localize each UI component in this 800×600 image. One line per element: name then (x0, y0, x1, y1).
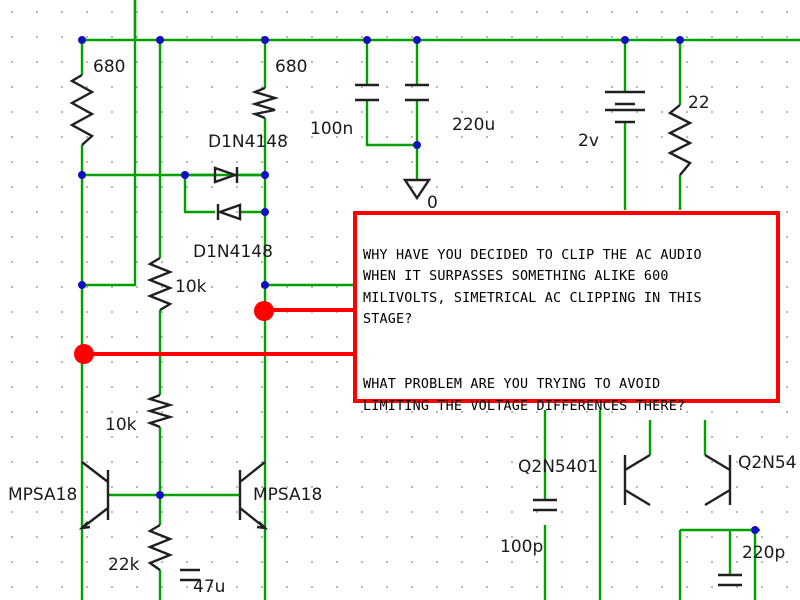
annotation-box: WHY HAVE YOU DECIDED TO CLIP THE AC AUDI… (353, 211, 780, 414)
capacitor-100p (533, 498, 557, 512)
annotation-question-1: WHY HAVE YOU DECIDED TO CLIP THE AC AUDI… (363, 247, 702, 328)
resistor-10k-upper (146, 256, 174, 312)
transistor-q2n5401-left (623, 453, 651, 507)
label-q2n5401: Q2N5401 (518, 457, 598, 477)
label-220u: 220u (452, 115, 495, 135)
resistor-22 (667, 104, 693, 176)
annotation-question-2: WHAT PROBLEM ARE YOU TRYING TO AVOID LIM… (363, 377, 686, 414)
transistor-mpsa18-left (78, 461, 110, 530)
label-10k-upper: 10k (175, 277, 207, 297)
transistor-q2n54-right (704, 453, 732, 507)
red-marker-left (74, 344, 94, 364)
annotation-pointers (74, 301, 353, 364)
capacitor-100n (355, 83, 379, 102)
label-680-left: 680 (93, 57, 125, 77)
ground-symbol (402, 178, 432, 201)
resistor-680-left (69, 73, 95, 146)
capacitor-220p (718, 573, 742, 587)
capacitor-47u (180, 568, 200, 582)
label-22: 22 (688, 93, 710, 113)
label-d1n4148-bottom: D1N4148 (193, 242, 273, 262)
diode-top (213, 166, 239, 184)
transistor-mpsa18-right (238, 461, 269, 530)
battery-2v (605, 90, 645, 124)
label-ground-0: 0 (427, 193, 438, 213)
label-100p: 100p (500, 537, 543, 557)
label-mpsa18-right: MPSA18 (253, 485, 322, 505)
component-labels: 680 680 D1N4148 D1N4148 100n 220u 0 2v 2… (8, 57, 797, 597)
components (69, 73, 742, 587)
label-mpsa18-left: MPSA18 (8, 485, 77, 505)
red-marker-right (254, 301, 274, 321)
capacitor-220u (405, 83, 429, 102)
label-d1n4148-top: D1N4148 (208, 132, 288, 152)
resistor-10k-lower (145, 393, 175, 429)
label-22k: 22k (108, 555, 140, 575)
wires (80, 0, 800, 600)
label-2v: 2v (578, 131, 599, 151)
resistor-22k (146, 523, 174, 571)
diode-bottom (216, 203, 242, 221)
label-q2n54: Q2N54 (738, 453, 797, 473)
label-47u: 47u (193, 577, 225, 597)
label-10k-lower: 10k (105, 415, 137, 435)
resistor-680-right (250, 86, 280, 120)
label-680-right: 680 (275, 57, 307, 77)
label-100n: 100n (310, 119, 353, 139)
label-220p: 220p (742, 543, 785, 563)
junction-nodes (78, 36, 759, 534)
